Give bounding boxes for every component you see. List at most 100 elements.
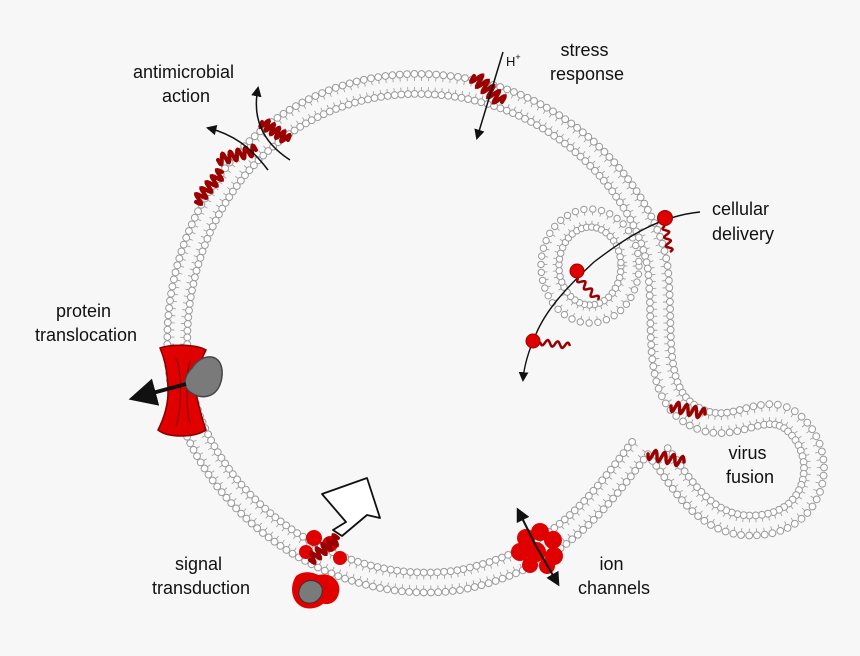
lipid-head bbox=[555, 266, 563, 275]
lipid-head bbox=[679, 417, 687, 426]
lipid-head bbox=[584, 521, 593, 529]
lipid-tail bbox=[753, 409, 758, 423]
lipid-tail bbox=[297, 108, 305, 121]
lipid-head bbox=[542, 236, 550, 245]
lipid-head bbox=[565, 511, 574, 519]
lipid-head bbox=[634, 270, 643, 278]
lipid-head bbox=[602, 471, 611, 479]
lipid-head bbox=[589, 205, 597, 213]
lipid-tail bbox=[803, 444, 817, 450]
lipid-tail bbox=[373, 570, 378, 584]
lipid-tail bbox=[662, 461, 675, 470]
lipid-tail bbox=[654, 336, 668, 338]
lipid-tail bbox=[259, 515, 269, 526]
lipid-head bbox=[426, 568, 435, 577]
lipid-head bbox=[709, 428, 718, 437]
lipid-tail bbox=[664, 388, 677, 396]
lipid-head bbox=[595, 142, 604, 151]
translocon-complex bbox=[157, 344, 223, 437]
lipid-head bbox=[189, 280, 198, 288]
lipid-head bbox=[602, 316, 611, 324]
lipid-head bbox=[324, 86, 333, 95]
lipid-tail bbox=[655, 356, 669, 360]
lipid-tail bbox=[600, 305, 606, 317]
lipid-head bbox=[331, 83, 340, 92]
lipid-tail bbox=[392, 78, 395, 92]
lipid-head bbox=[551, 222, 559, 231]
lipid-head bbox=[204, 470, 213, 479]
lipid-tail bbox=[613, 471, 625, 481]
lipid-head bbox=[163, 325, 172, 334]
lipid-tail bbox=[630, 449, 642, 458]
lipid-tail bbox=[279, 120, 288, 132]
lipid-head bbox=[247, 519, 256, 528]
lipid-tail bbox=[646, 244, 660, 250]
lipid-tail bbox=[582, 143, 592, 155]
lipid-head bbox=[615, 164, 623, 172]
lipid-head bbox=[461, 74, 469, 82]
lipid-head bbox=[643, 205, 652, 214]
lipid-head bbox=[666, 297, 674, 306]
lipid-tail bbox=[733, 517, 738, 531]
lipid-head bbox=[573, 530, 582, 539]
lipid-tail bbox=[679, 483, 691, 493]
lipid-head bbox=[580, 497, 589, 505]
lipid-tail bbox=[652, 280, 666, 283]
lipid-head bbox=[491, 577, 500, 585]
lipid-head bbox=[282, 521, 291, 530]
lipid-tail bbox=[520, 100, 527, 113]
lipid-head bbox=[183, 326, 192, 335]
lipid-head bbox=[589, 515, 598, 524]
cellular-delivery-label: cellular delivery bbox=[712, 199, 774, 244]
lipid-tail bbox=[200, 212, 213, 220]
lipid-tail bbox=[659, 376, 673, 381]
lipid-head bbox=[544, 292, 552, 300]
lipid-head bbox=[254, 156, 263, 165]
lipid-tail bbox=[549, 117, 558, 130]
lipid-tail bbox=[572, 305, 579, 317]
lipid-head bbox=[818, 447, 826, 456]
lipid-tail bbox=[641, 230, 655, 237]
lipid-head bbox=[797, 514, 806, 523]
lipid-tail bbox=[610, 175, 622, 185]
lipid-head bbox=[433, 568, 442, 577]
lipid-tail bbox=[699, 502, 709, 514]
lipid-head bbox=[663, 262, 672, 270]
lipid-tail bbox=[387, 572, 391, 587]
lipid-head bbox=[657, 392, 666, 401]
lipid-head bbox=[538, 276, 547, 285]
lipid-head bbox=[345, 79, 354, 88]
lipid-tail bbox=[705, 415, 710, 429]
lipid-tail bbox=[798, 496, 810, 505]
lipid-tail bbox=[741, 518, 744, 532]
lipid-head bbox=[417, 70, 426, 78]
lipid-head bbox=[694, 512, 702, 520]
lipid-head bbox=[163, 318, 172, 327]
lipid-tail bbox=[364, 83, 368, 97]
lipid-tail bbox=[713, 416, 716, 430]
lipid-head bbox=[504, 551, 513, 559]
lipid-tail bbox=[303, 105, 311, 118]
lipid-head bbox=[446, 72, 455, 80]
lipid-tail bbox=[196, 441, 209, 449]
lipid-head bbox=[816, 488, 824, 496]
lipid-tail bbox=[211, 193, 223, 202]
lipid-tail bbox=[556, 228, 567, 237]
lipid-tail bbox=[623, 253, 635, 257]
lipid-head bbox=[606, 210, 614, 218]
lipid-head bbox=[557, 216, 565, 225]
lipid-head bbox=[196, 253, 205, 262]
lipid-head bbox=[246, 490, 255, 499]
lipid-head bbox=[210, 442, 219, 451]
lipid-head bbox=[198, 247, 207, 256]
lipid-head bbox=[665, 290, 674, 299]
lipid-head bbox=[484, 579, 493, 588]
lipid-tail bbox=[561, 125, 570, 138]
lipid-tail bbox=[649, 258, 663, 263]
lipid-tail bbox=[617, 289, 629, 297]
lipid-tail bbox=[219, 181, 231, 190]
lipid-head bbox=[193, 452, 201, 461]
lipid-head bbox=[555, 519, 564, 528]
lipid-head bbox=[285, 105, 294, 114]
lipid-head bbox=[381, 72, 390, 80]
